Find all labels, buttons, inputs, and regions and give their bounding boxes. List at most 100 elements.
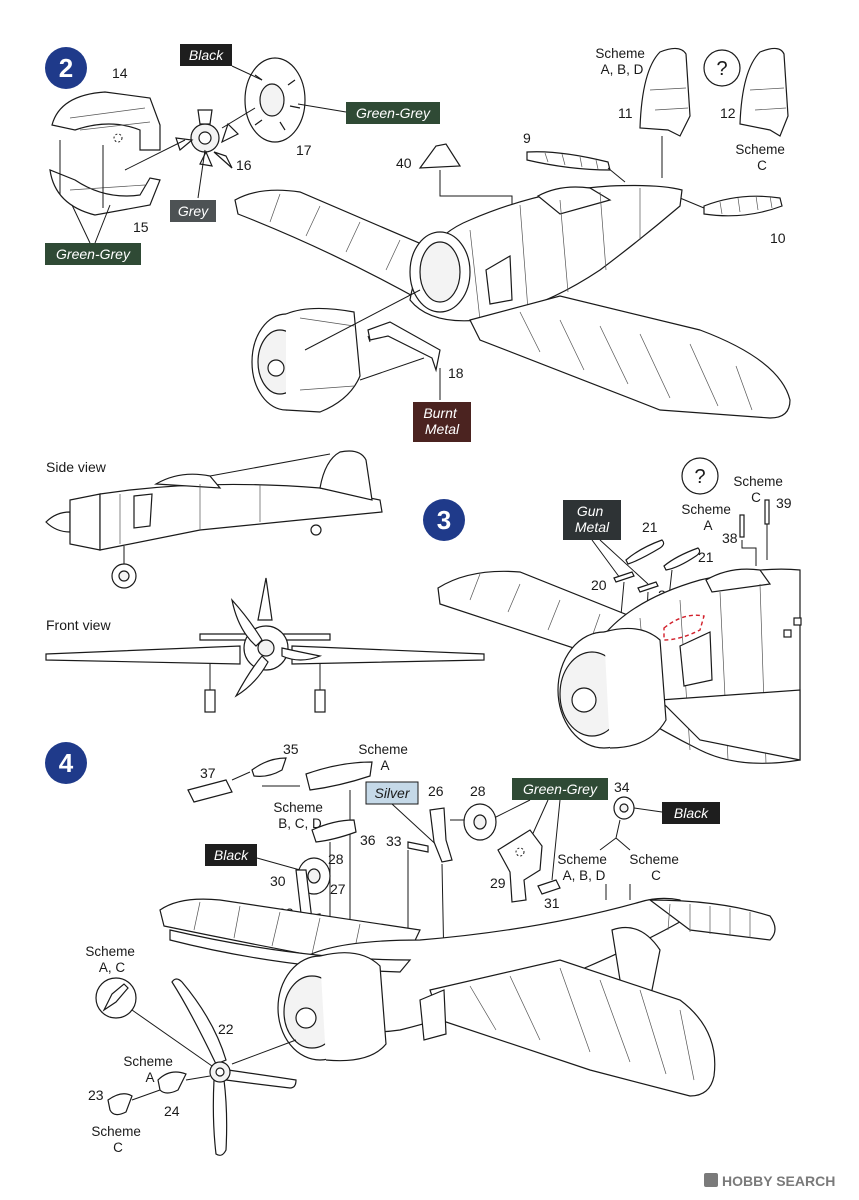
part-37-label: 37 [200, 765, 216, 781]
svg-text:Burnt Metal: Burnt Metal [423, 405, 460, 437]
step-2-section: 2 14 15 16 17 [45, 44, 791, 442]
front-view-label: Front view [46, 617, 111, 633]
scheme-ac-label: Scheme A, C [85, 944, 138, 975]
scheme-abd-label-step2: Scheme A, B, D [595, 46, 648, 77]
tail-wheel-part-34 [613, 796, 635, 839]
svg-text:Green-Grey: Green-Grey [356, 105, 431, 121]
stabiliser-part-9 [526, 151, 611, 171]
part-35 [251, 757, 287, 777]
hobby-search-watermark: HOBBY SEARCH [704, 1173, 835, 1189]
engine-part-16 [175, 109, 240, 169]
step-4-section: 4 37 35 Scheme A Scheme B, C, D 36 [45, 741, 776, 1156]
tag-green-grey-step2-right: Green-Grey [297, 102, 440, 124]
scheme-c-label-step3: Scheme C [733, 474, 786, 505]
scheme-bcd-label: Scheme B, C, D [273, 800, 326, 831]
part-31 [537, 879, 561, 895]
part-15-label: 15 [133, 219, 149, 235]
step-4-number: 4 [59, 748, 74, 778]
part-12-label: 12 [720, 105, 736, 121]
stabiliser-part-10 [703, 195, 783, 217]
part-23-label: 23 [88, 1087, 104, 1103]
svg-text:Black: Black [214, 847, 249, 863]
svg-text:Grey: Grey [178, 203, 209, 219]
part-9-label: 9 [523, 130, 531, 146]
tag-grey-step2: Grey [170, 200, 216, 222]
part-34-label: 34 [614, 779, 630, 795]
tag-black-step4-right: Black [633, 802, 720, 824]
aircraft-step2 [234, 184, 791, 419]
svg-text:?: ? [716, 58, 727, 80]
fin-part-11 [639, 47, 691, 137]
scheme-c-label-step4: Scheme C [629, 852, 682, 883]
part-27-label: 27 [330, 881, 346, 897]
tag-green-grey-step4: Green-Grey [489, 778, 608, 881]
svg-text:Green-Grey: Green-Grey [523, 781, 598, 797]
spinner-detail [95, 977, 213, 1067]
side-view-aircraft [45, 450, 383, 589]
part-18-label: 18 [448, 365, 464, 381]
scheme-a-label-step3: Scheme A [681, 502, 734, 533]
tag-silver: Silver [365, 781, 443, 851]
part-33-label-a: 33 [386, 833, 402, 849]
part-26-label: 26 [428, 783, 444, 799]
part-14-label: 14 [112, 65, 128, 81]
svg-text:Black: Black [189, 47, 224, 63]
svg-text:Green-Grey: Green-Grey [56, 246, 131, 262]
part-39 [764, 499, 770, 525]
part-29-label: 29 [490, 875, 506, 891]
part-30-label: 30 [270, 873, 286, 889]
step-3-badge [423, 499, 465, 541]
fin-part-12 [739, 47, 789, 137]
aircraft-step4 [159, 897, 776, 1097]
red-dashed-marking [663, 614, 705, 641]
gear-door-part-29 [497, 829, 543, 903]
part-22-label: 22 [218, 1021, 234, 1037]
tag-burnt-metal: Burnt Metal [413, 402, 471, 442]
part-28-label-a: 28 [470, 783, 486, 799]
scheme-a-label-step4-top: Scheme A [358, 742, 411, 773]
question-mark-step2: ? [703, 49, 741, 87]
hobby-search-logo-icon [704, 1173, 718, 1187]
part-35-assembled-scheme-a [305, 761, 373, 791]
part-10-label: 10 [770, 230, 786, 246]
svg-text:Silver: Silver [374, 785, 410, 801]
part-24-label: 24 [164, 1103, 180, 1119]
question-mark-step3: ? [681, 457, 719, 495]
part-21-label-b: 21 [698, 549, 714, 565]
part-21-label-a: 21 [642, 519, 658, 535]
step-3-section: 3 Gun Metal ? Scheme C Scheme A 39 38 [423, 457, 802, 765]
propeller-part-22 [171, 978, 297, 1156]
part-20-label-a: 20 [591, 577, 607, 593]
svg-text:?: ? [694, 466, 705, 488]
spinner-cap-part-24 [157, 1071, 211, 1094]
aircraft-step3 [437, 568, 802, 765]
tag-black-step4-left: Black [205, 844, 301, 871]
part-31-label: 31 [544, 895, 560, 911]
tag-gun-metal: Gun Metal [563, 500, 649, 585]
part-35-label: 35 [283, 741, 299, 757]
part-38-label: 38 [722, 530, 738, 546]
step-4-badge [45, 742, 87, 784]
part-37 [187, 779, 233, 803]
scheme-c-label-prop: Scheme C [91, 1124, 144, 1155]
part-16-label: 16 [236, 157, 252, 173]
watermark-text: HOBBY SEARCH [722, 1173, 835, 1189]
part-36-label: 36 [360, 832, 376, 848]
step-2-badge [45, 47, 87, 89]
wheel-part-28-right [463, 803, 497, 841]
step-3-number: 3 [437, 505, 451, 535]
gun-barrels-part-20 [613, 571, 659, 593]
part-11-label: 11 [618, 105, 633, 121]
part-38 [739, 514, 745, 538]
engine-ring-part-17 [244, 57, 306, 143]
cowling-part-15 [49, 169, 161, 216]
front-view-aircraft [45, 577, 485, 713]
svg-text:Black: Black [674, 805, 709, 821]
scheme-abd-label-step4: Scheme A, B, D [557, 852, 610, 883]
tag-black-step2: Black [180, 44, 263, 81]
spinner-cap-part-23 [107, 1089, 161, 1116]
tag-green-grey-step2-left: Green-Grey [45, 204, 141, 265]
cowling-part-14 [51, 91, 161, 151]
gear-leg-part-26 [429, 807, 453, 863]
